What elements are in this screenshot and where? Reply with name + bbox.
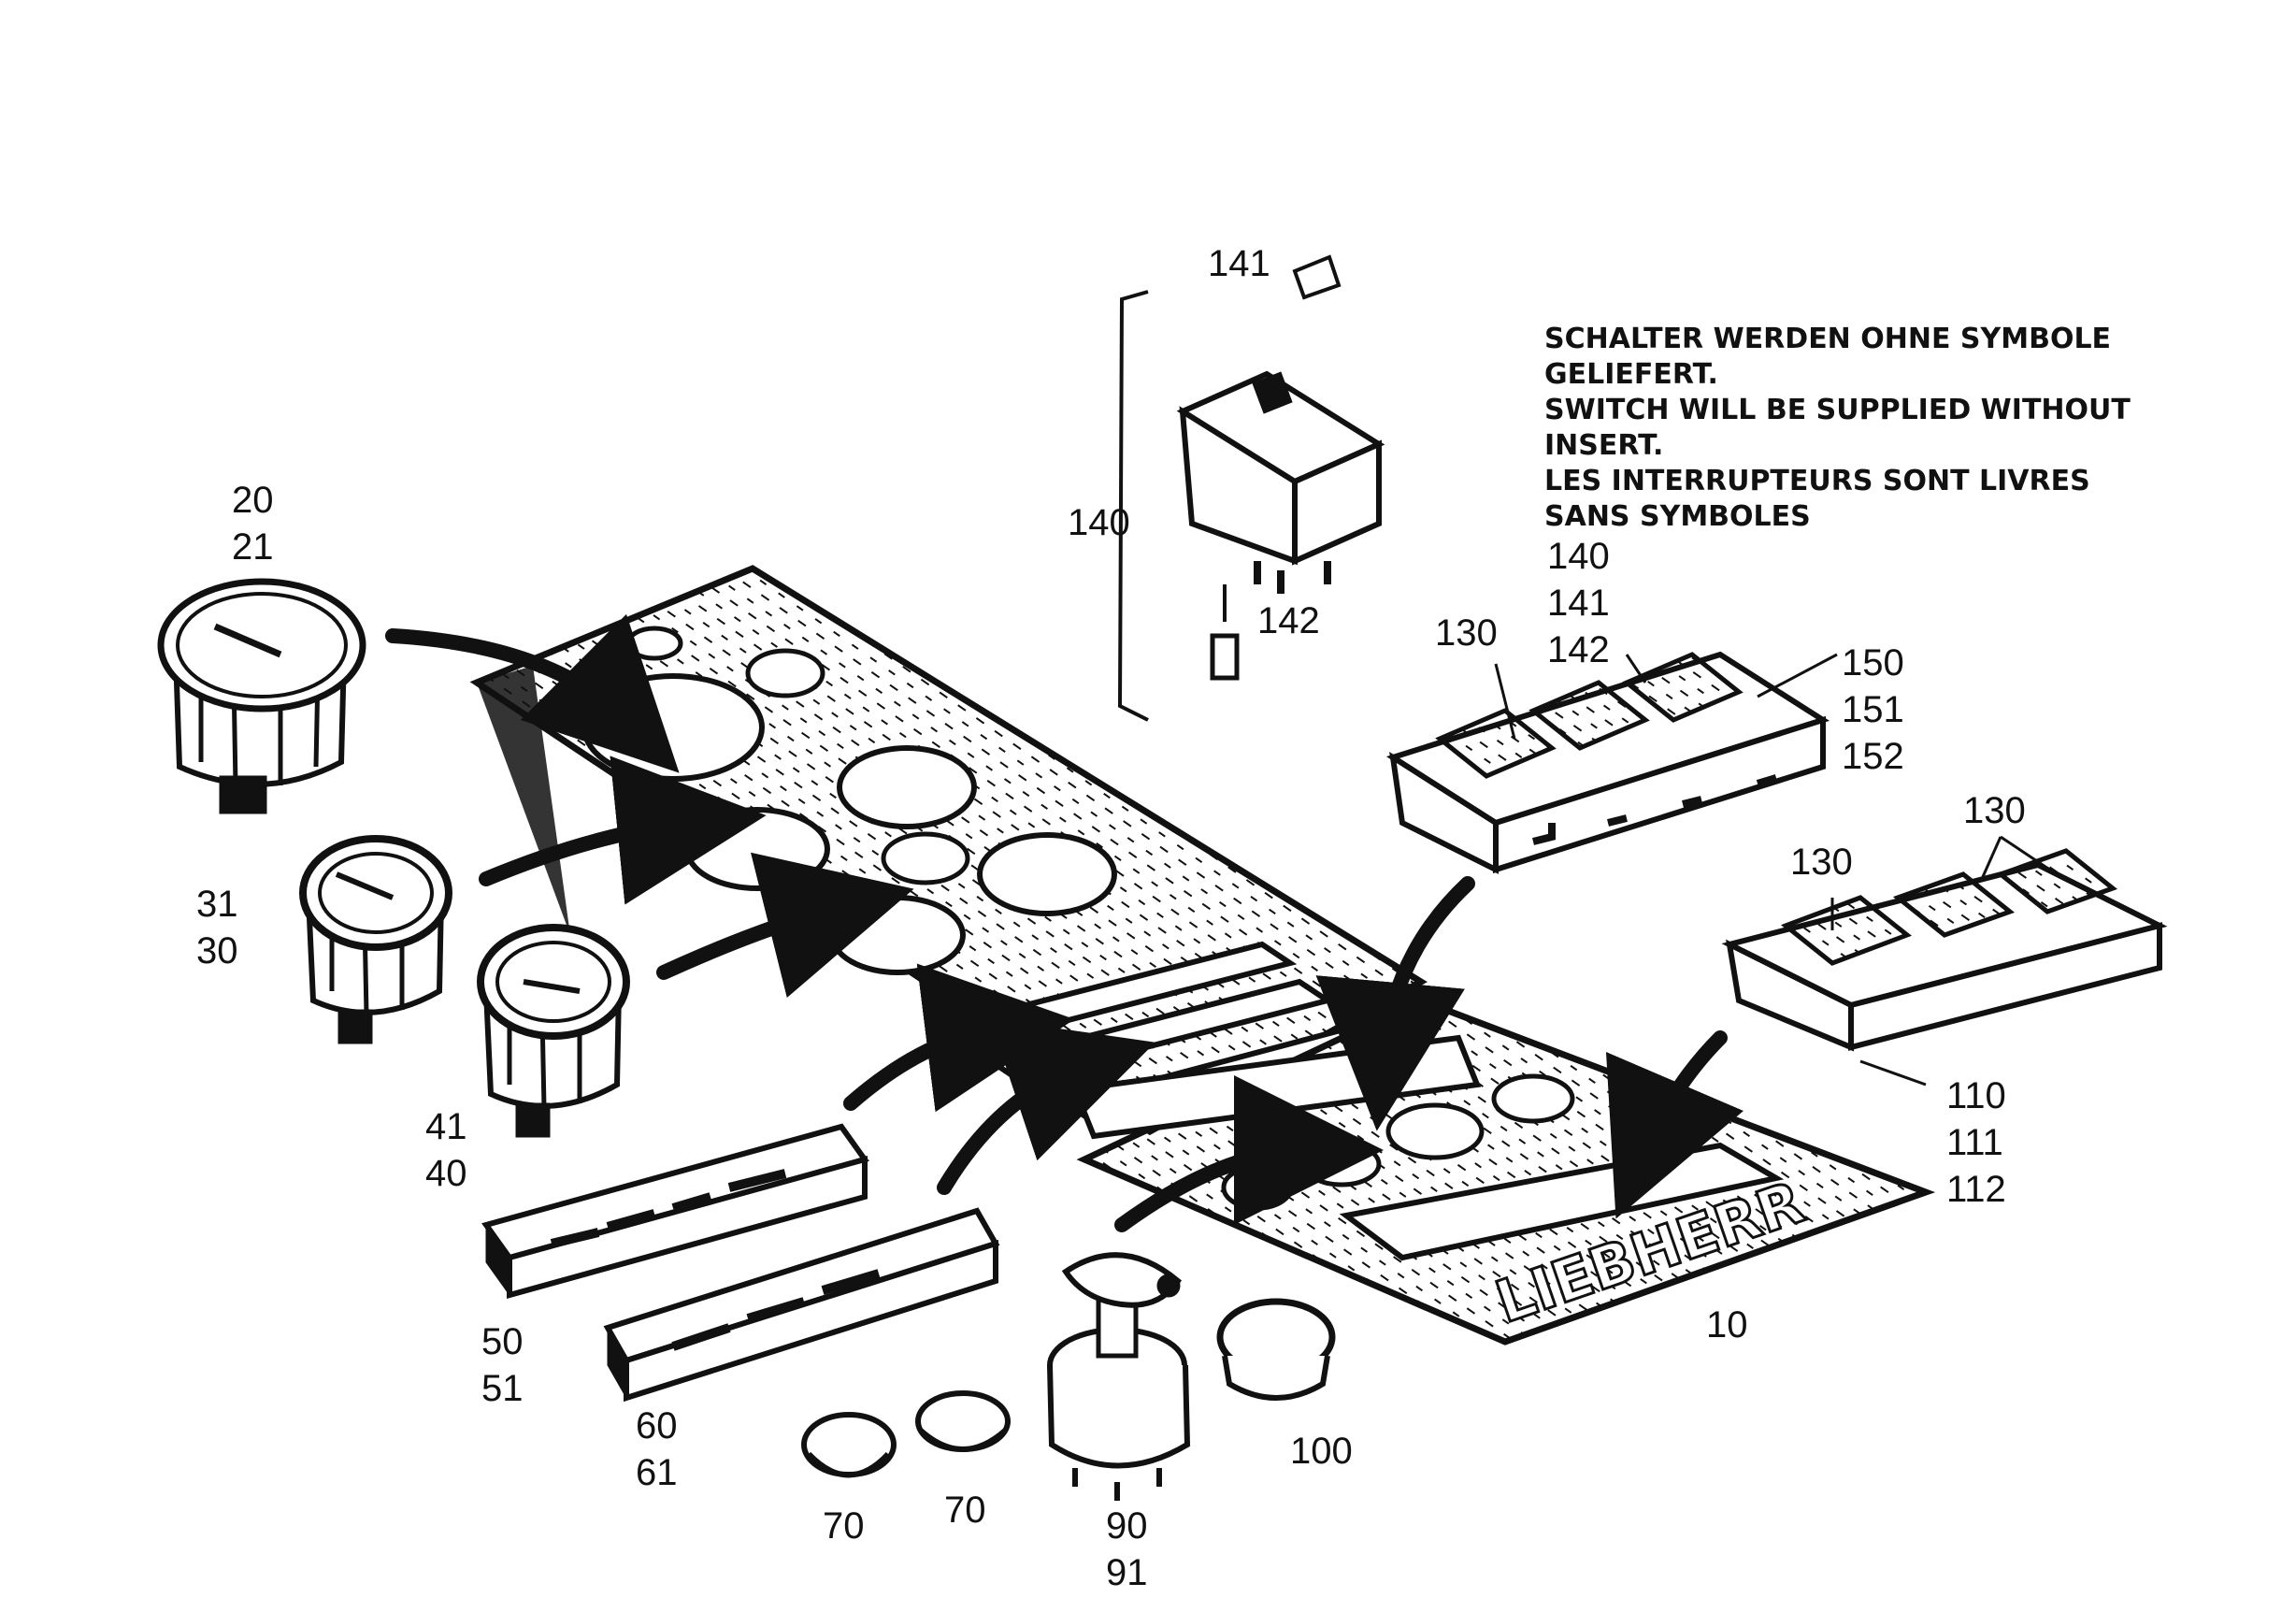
note-line-5: LES INTERRUPTEURS SONT LIVRES: [1544, 465, 2090, 497]
label-31: 31: [196, 884, 238, 925]
gauge-medium: [299, 835, 452, 1044]
label-110: 110: [1946, 1075, 2006, 1116]
label-150: 150: [1842, 642, 1904, 684]
label-140-detail: 140: [1068, 502, 1130, 543]
label-20: 20: [232, 480, 274, 521]
label-50: 50: [481, 1321, 524, 1362]
indicator-lamp: [1216, 1298, 1336, 1401]
label-141: 141: [1547, 583, 1610, 624]
assembly-arrows: [385, 613, 1744, 1232]
label-100: 100: [1290, 1431, 1353, 1472]
blanking-plug-right: [915, 1390, 1011, 1452]
part-labels: 20 21 31 30 41 40 50 51 60 61 70 70 90 9…: [196, 243, 2026, 1593]
gauge-small: [477, 924, 630, 1138]
indicator-strip-lower: [603, 1207, 1000, 1403]
label-10: 10: [1706, 1304, 1748, 1346]
label-152: 152: [1842, 736, 1904, 777]
note-line-2: GELIEFERT.: [1544, 358, 1718, 391]
gauge-large: [157, 578, 366, 814]
label-91: 91: [1106, 1552, 1148, 1593]
indicator-strip-upper: [481, 1123, 869, 1299]
label-112: 112: [1946, 1169, 2006, 1210]
label-70-left: 70: [823, 1505, 865, 1547]
note-line-4: INSERT.: [1544, 429, 1663, 462]
note-line-3: SWITCH WILL BE SUPPLIED WITHOUT: [1544, 394, 2131, 426]
label-30: 30: [196, 930, 238, 972]
label-141-detail: 141: [1208, 243, 1270, 284]
rocker-switch-detail: [1117, 254, 1385, 722]
switch-block-lower: [1721, 848, 2168, 1052]
supply-note: SCHALTER WERDEN OHNE SYMBOLE GELIEFERT. …: [1544, 323, 2131, 533]
leader-lines: [1494, 653, 2058, 1087]
label-60: 60: [636, 1405, 678, 1446]
ignition-switch: [1047, 1252, 1191, 1501]
upper-panel-holes: [581, 626, 1400, 1126]
label-142: 142: [1547, 629, 1610, 670]
label-151: 151: [1842, 689, 1904, 730]
blanking-plug-left: [801, 1412, 897, 1478]
label-111: 111: [1946, 1122, 2003, 1163]
label-142-detail: 142: [1257, 600, 1320, 641]
label-130-lower-right: 130: [1963, 790, 2026, 831]
label-70-right: 70: [944, 1490, 986, 1531]
label-90: 90: [1106, 1505, 1148, 1547]
note-line-6: SANS SYMBOLES: [1544, 500, 1811, 533]
switch-block-upper: [1385, 651, 1830, 874]
label-51: 51: [481, 1368, 524, 1409]
label-130-upper: 130: [1435, 612, 1498, 654]
note-line-1: SCHALTER WERDEN OHNE SYMBOLE: [1544, 323, 2111, 355]
label-21: 21: [232, 526, 274, 568]
label-40: 40: [425, 1153, 467, 1194]
label-61: 61: [636, 1452, 678, 1493]
label-130-lower-left: 130: [1790, 842, 1853, 883]
label-140: 140: [1547, 536, 1610, 577]
label-41: 41: [425, 1106, 467, 1147]
